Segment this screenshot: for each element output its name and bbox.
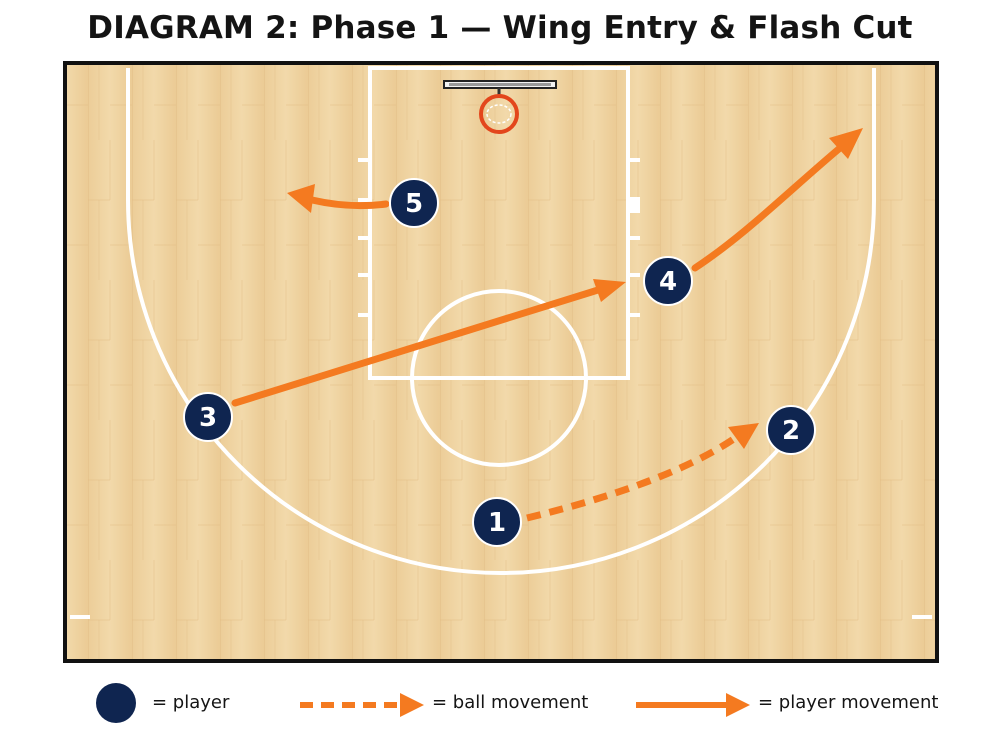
pass-1-to-2 xyxy=(526,433,741,522)
player-5-label: 5 xyxy=(405,189,423,219)
ball-movements xyxy=(526,423,759,522)
player-3-label: 3 xyxy=(199,403,217,433)
three-point-line xyxy=(126,68,876,575)
players: 1 2 3 4 5 xyxy=(183,178,816,547)
player-5: 5 xyxy=(389,178,439,228)
legend-player-label: = player xyxy=(152,692,230,713)
legend-move-label: = player movement xyxy=(758,692,939,713)
legend xyxy=(96,683,750,723)
legend-ball-label: = ball movement xyxy=(432,692,589,713)
legend-player-icon xyxy=(96,683,136,723)
cut-arrow-5-left xyxy=(287,184,390,213)
basket xyxy=(443,80,557,134)
player-4-marker xyxy=(643,256,693,306)
legend-ball-arrowhead xyxy=(400,693,424,717)
player-2: 2 xyxy=(766,405,816,455)
legend-move-arrowhead xyxy=(726,693,750,717)
block-mark xyxy=(628,197,640,213)
player-2-marker xyxy=(766,405,816,455)
player-5-marker xyxy=(389,178,439,228)
player-1: 1 xyxy=(472,497,522,547)
cut-arrow-4-up-right xyxy=(691,128,863,272)
court-floor xyxy=(63,61,939,663)
diagram-title: DIAGRAM 2: Phase 1 — Wing Entry & Flash … xyxy=(87,10,913,46)
player-movements xyxy=(231,128,863,407)
court-lines xyxy=(70,66,932,619)
player-4: 4 xyxy=(643,256,693,306)
pass-arrowhead xyxy=(728,423,759,449)
cut-arrow-3-to-4 xyxy=(231,279,626,407)
player-1-label: 1 xyxy=(488,508,506,538)
free-throw-lane xyxy=(368,66,630,380)
player-1-marker xyxy=(472,497,522,547)
center-circle xyxy=(410,289,588,467)
player-2-label: 2 xyxy=(782,416,800,446)
player-3-marker xyxy=(183,392,233,442)
player-3: 3 xyxy=(183,392,233,442)
rim xyxy=(479,94,519,134)
player-4-label: 4 xyxy=(659,267,677,297)
lane-hash-marks xyxy=(358,158,640,317)
